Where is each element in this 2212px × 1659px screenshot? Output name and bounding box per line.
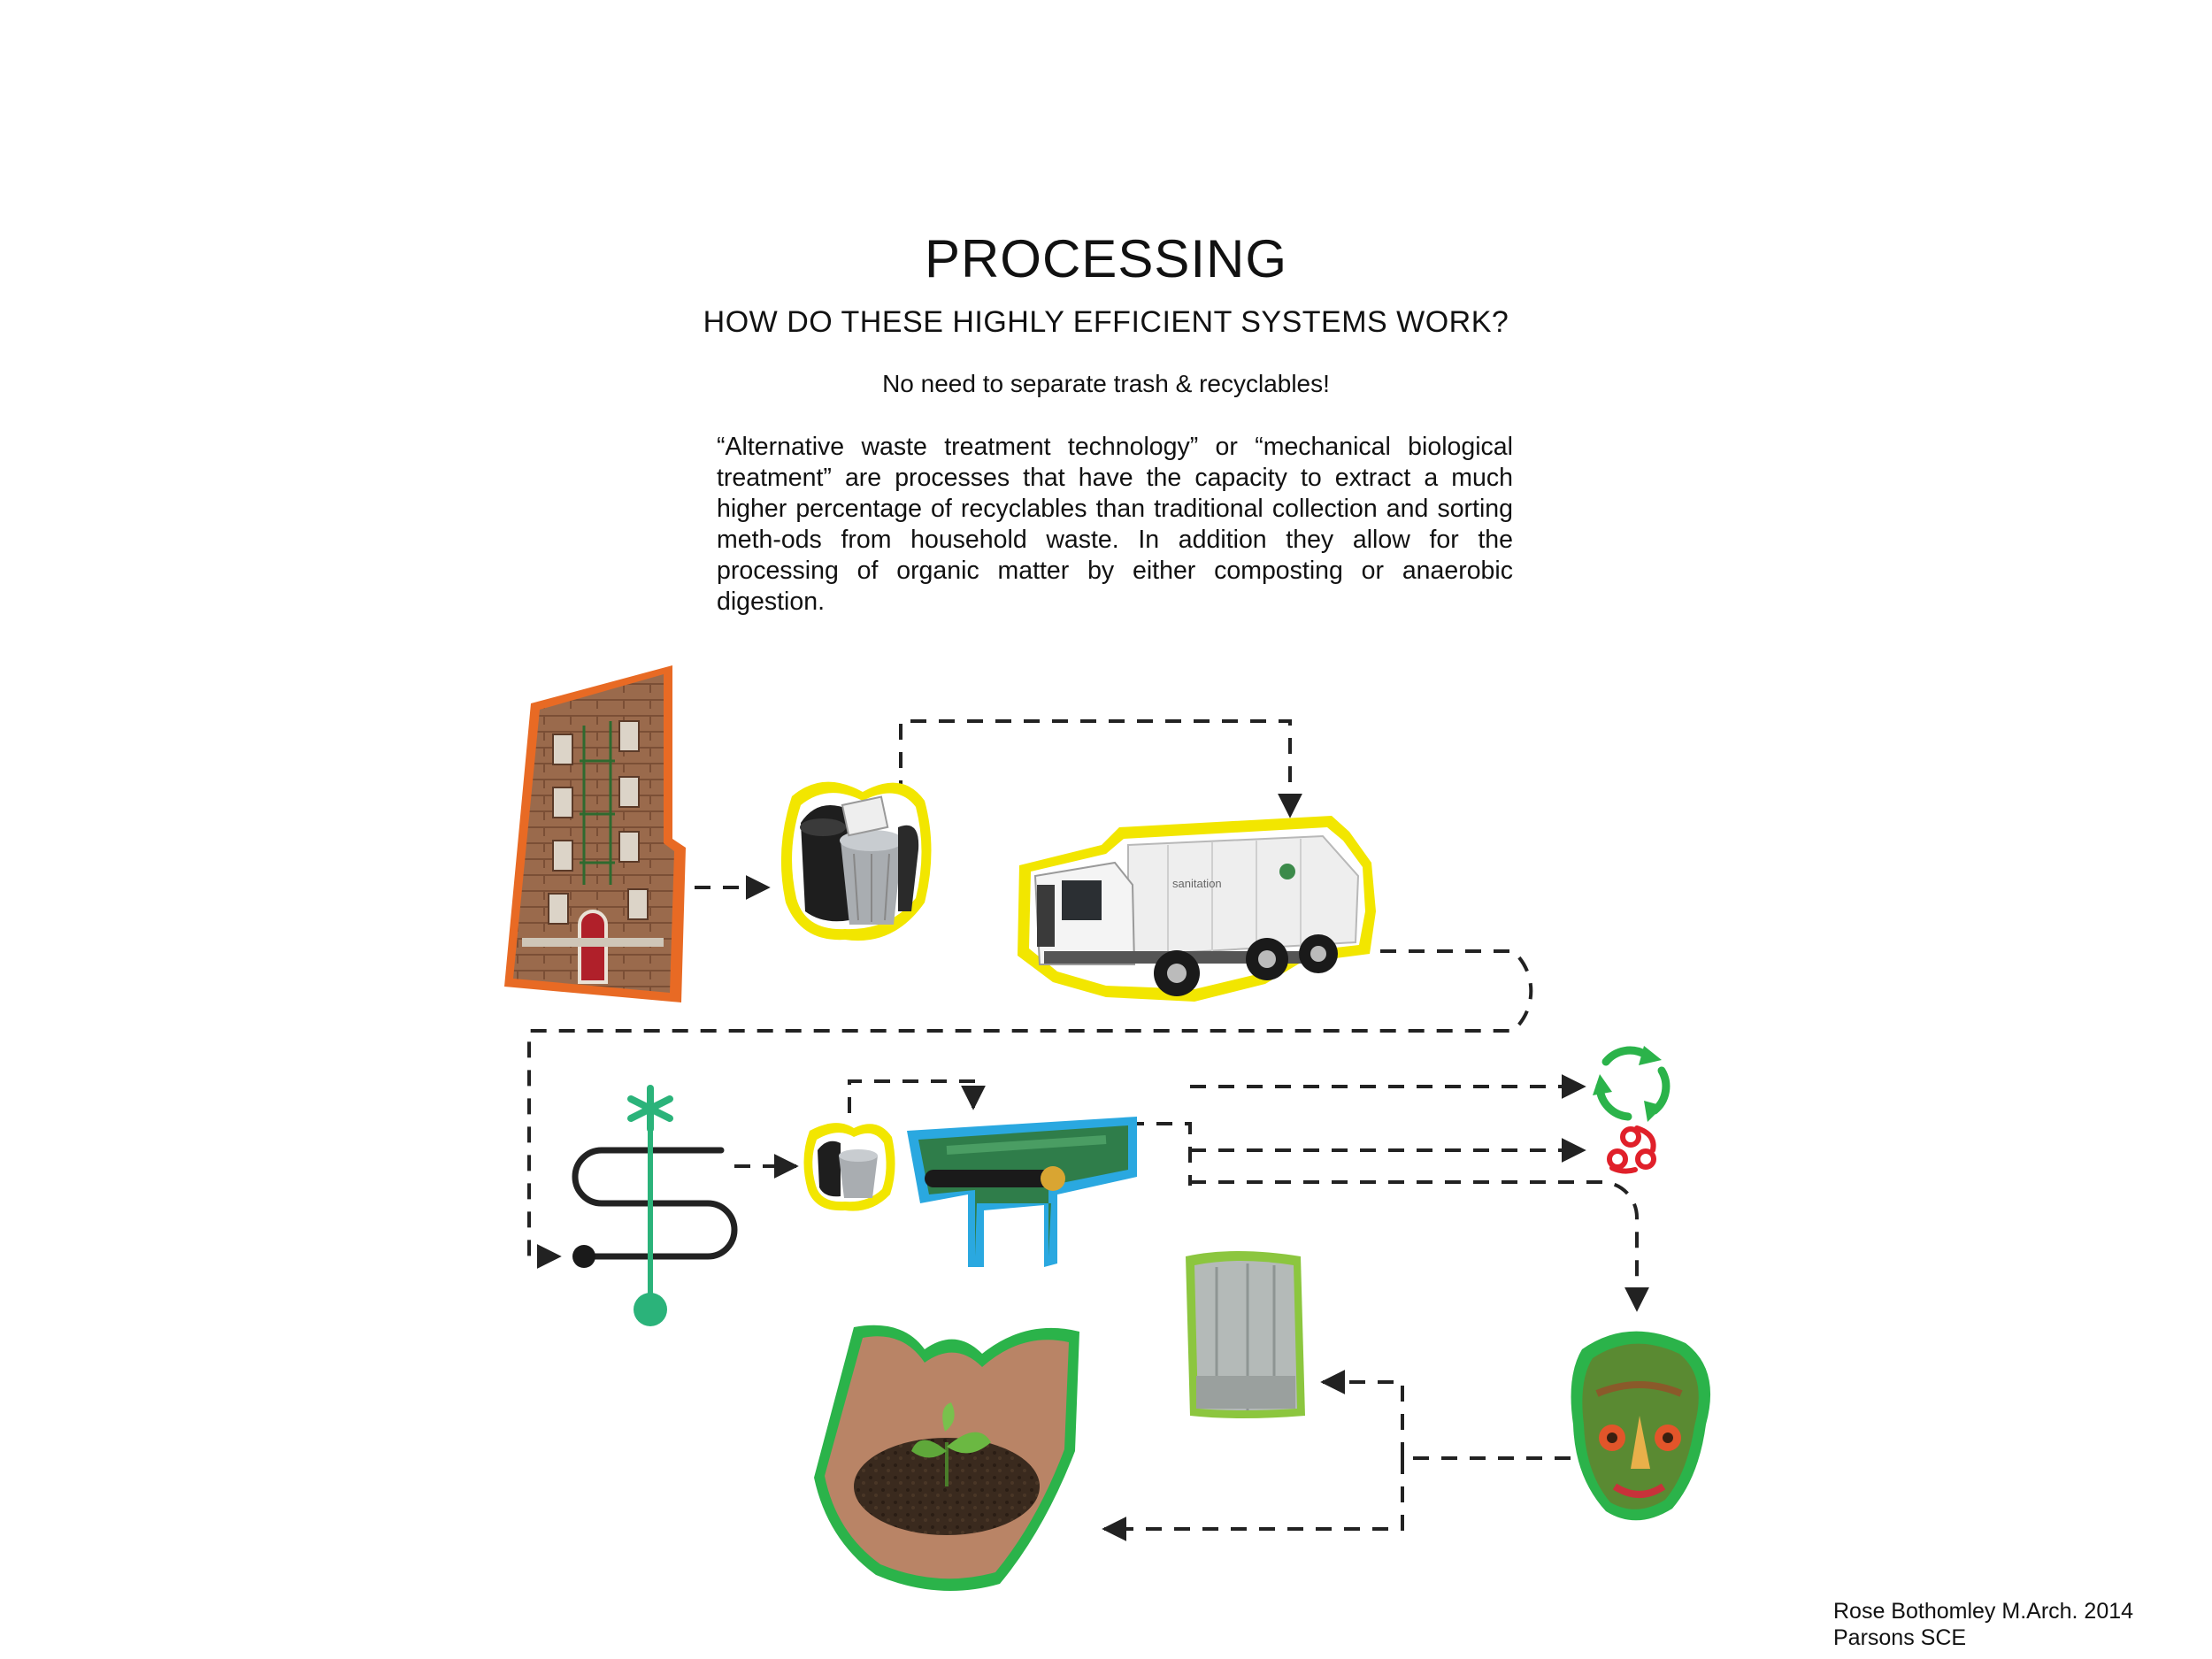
page-subtitle: HOW DO THESE HIGHLY EFFICIENT SYSTEMS WO… xyxy=(703,305,1509,339)
hands-with-seedling-photo xyxy=(814,1325,1079,1591)
arrow-to-tank xyxy=(1320,1370,1404,1458)
credit-author: Rose Bothomley M.Arch. 2014 xyxy=(1833,1599,2134,1624)
sanitation-truck-photo: sanitation xyxy=(1018,816,1376,1002)
arrow-bins-to-conveyor xyxy=(848,1079,986,1113)
building-photo xyxy=(504,665,686,1002)
trash-bins-small-photo xyxy=(803,1123,895,1211)
digester-tank-photo xyxy=(1186,1251,1305,1418)
trash-bins-photo xyxy=(780,781,932,941)
recycle-arrows-icon xyxy=(1593,1046,1671,1122)
description-paragraph: “Alternative waste treatment technology”… xyxy=(717,433,1513,616)
reuse-cycle-icon xyxy=(1607,1125,1656,1174)
path-truck-to-sorter xyxy=(527,949,1533,1269)
arrow-to-produce xyxy=(1190,1180,1649,1312)
credit-school: Parsons SCE xyxy=(1833,1625,1967,1650)
arrow-to-compost xyxy=(1102,1458,1404,1541)
conveyor-belt-photo xyxy=(907,1117,1137,1267)
connector-conveyor-out xyxy=(1128,1122,1192,1186)
credit: Rose Bothomley M.Arch. 2014 Parsons SCE xyxy=(1833,1598,2133,1651)
tagline: No need to separate trash & recyclables! xyxy=(882,370,1330,397)
sorting-process-icon xyxy=(572,1085,738,1326)
vegetable-face-photo xyxy=(1571,1331,1711,1521)
page-title: PROCESSING xyxy=(924,229,1288,288)
truck-side-text: sanitation xyxy=(1172,877,1222,890)
truck-wheels xyxy=(1154,934,1338,996)
flow-connectors xyxy=(527,719,1649,1541)
arrow-bins-to-truck xyxy=(899,719,1302,818)
